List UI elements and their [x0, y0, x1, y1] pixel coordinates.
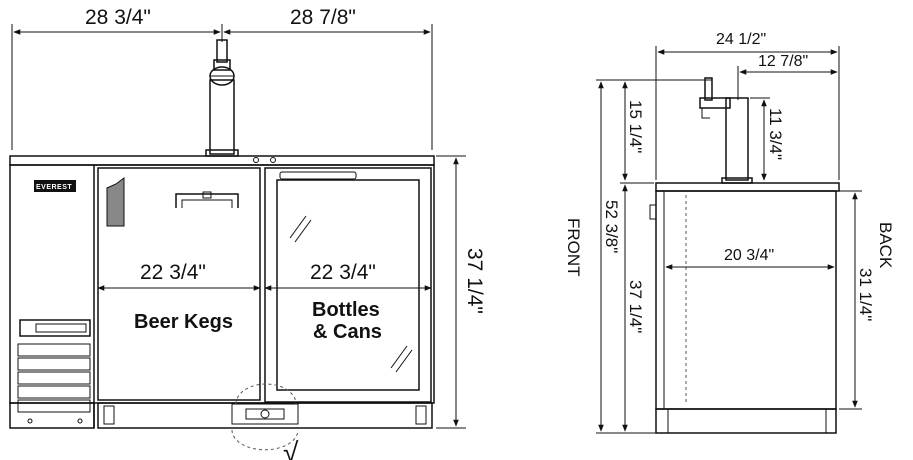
lock-icon [270, 157, 276, 163]
label-front: FRONT [564, 218, 583, 277]
cabinet-top [9, 155, 435, 166]
dim-interior-depth: 20 3/4" [724, 247, 774, 264]
right-door [264, 167, 432, 403]
cabinet-body [9, 164, 435, 404]
side-tap-tower [699, 77, 753, 184]
panel-base [9, 402, 95, 429]
dim-tower-offset: 12 7/8" [758, 53, 808, 70]
display-screen [35, 323, 87, 333]
vent-slot [17, 371, 91, 385]
drain-fitting [231, 403, 299, 425]
label-beer-kegs: Beer Kegs [134, 311, 233, 333]
display-panel [19, 319, 91, 337]
side-cabinet [655, 190, 837, 410]
side-base [655, 408, 837, 434]
cabinet-base [97, 402, 433, 429]
dim-top-left: 28 3/4" [85, 6, 151, 29]
tap-tower [205, 39, 239, 157]
dim-back-height: 31 1/4" [856, 268, 875, 321]
side-handle [649, 204, 657, 220]
label-bottles: Bottles [312, 299, 380, 321]
vent-slot [17, 357, 91, 371]
dim-right-door: 22 3/4" [310, 261, 376, 284]
dim-total-height: 52 3/8" [602, 200, 621, 253]
vent-slot [17, 385, 91, 399]
left-door [97, 167, 261, 401]
side-view: 24 1/2" 12 7/8" 52 3/8" 15 1/4" 11 3/4" [564, 31, 895, 434]
dim-height: 37 1/4" [463, 248, 486, 314]
side-top [655, 182, 840, 192]
dim-left-door: 22 3/4" [140, 261, 206, 284]
dim-top-right: 28 7/8" [290, 6, 356, 29]
dim-cabinet-height: 37 1/4" [626, 280, 645, 333]
lock-icon [253, 157, 259, 163]
front-view: 28 3/4" 28 7/8" EVEREST [9, 6, 486, 460]
vent-slot [17, 399, 91, 413]
brand-logo [34, 180, 76, 192]
label-cans: & Cans [313, 321, 382, 343]
vent-slot [17, 343, 91, 357]
control-panel: EVEREST [17, 165, 95, 428]
brand-name: EVEREST [36, 184, 72, 191]
dim-tower-height-right: 11 3/4" [766, 108, 785, 160]
dim-depth: 24 1/2" [716, 31, 766, 48]
label-back: BACK [876, 222, 895, 269]
check-mark: √ [283, 437, 299, 460]
dim-tower-height-left: 15 1/4" [626, 100, 645, 153]
door-handle [279, 171, 357, 180]
detail-circle [231, 429, 299, 451]
